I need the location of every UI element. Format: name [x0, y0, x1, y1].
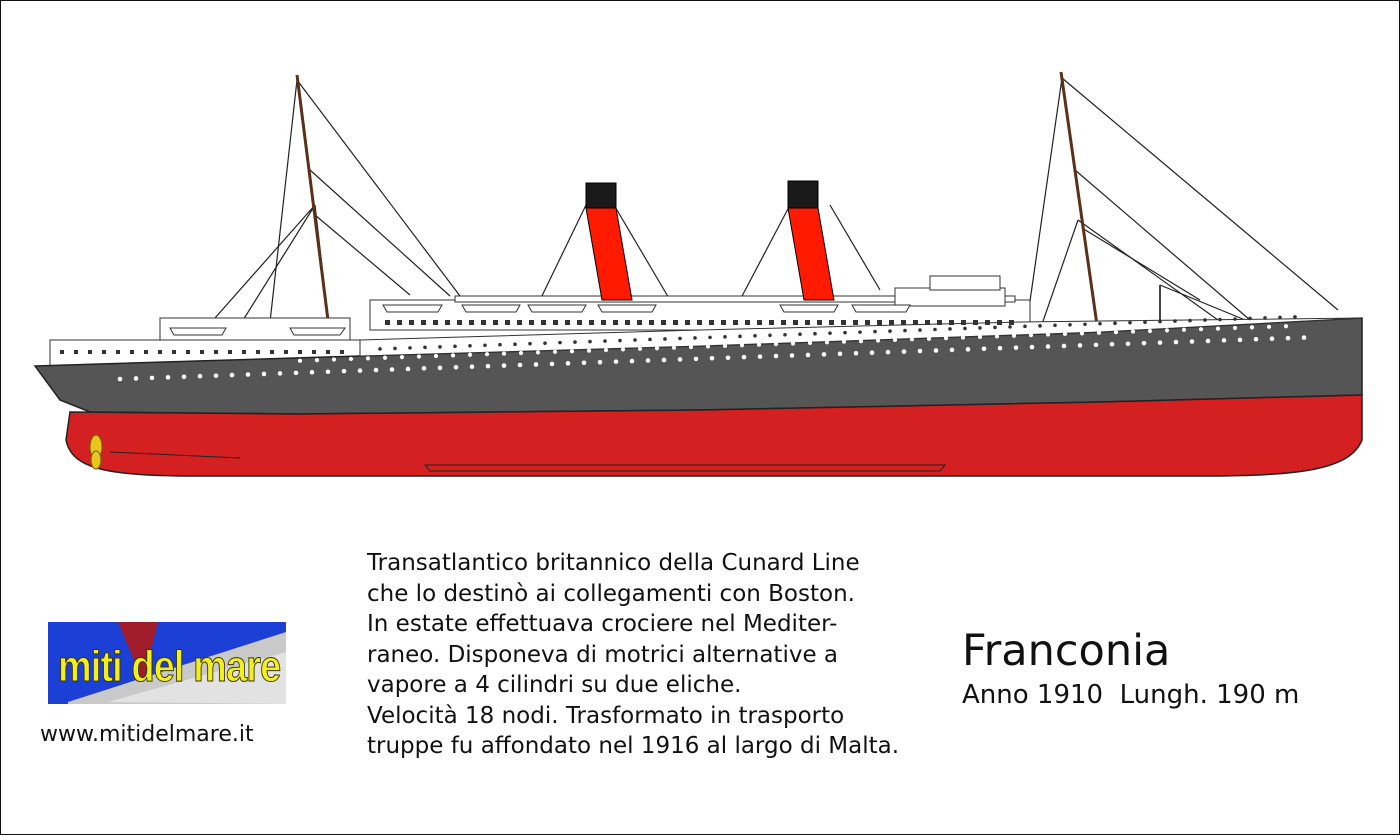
description-line: vapore a 4 cilindri su due eliche.	[367, 672, 742, 698]
description-line: truppe fu affondato nel 1916 al largo di…	[367, 733, 900, 759]
website-link[interactable]: www.mitidelmare.it	[40, 722, 254, 747]
lifeboats	[169, 304, 911, 336]
logo-sail-graphic	[68, 622, 286, 704]
description-line: raneo. Disponeva di motrici alternative …	[367, 641, 839, 668]
ship-illustration	[33, 71, 1363, 477]
description-line: Transatlantico britannico della Cunard L…	[367, 550, 860, 576]
description-line: che lo destinò ai collegamenti con Bosto…	[367, 580, 855, 607]
logo-text: miti del mare	[58, 642, 282, 692]
hull-lower	[65, 394, 1363, 477]
portholes	[117, 324, 1307, 382]
propeller	[89, 434, 103, 470]
description-line: Velocità 18 nodi. Trasformato in traspor…	[367, 702, 845, 729]
ship-name: Franconia	[962, 626, 1171, 676]
deck-windows	[60, 315, 1297, 354]
ship-description: Transatlantico britannico della Cunard L…	[367, 548, 947, 762]
main-mast	[1059, 71, 1100, 333]
funnel-fore	[585, 182, 633, 301]
description-line: In estate effettuava crociere nel Medite…	[367, 611, 838, 637]
funnel-aft	[787, 180, 835, 301]
site-logo[interactable]: miti del mare	[48, 622, 286, 704]
ship-specs: Anno 1910 Lungh. 190 m	[962, 680, 1300, 710]
fore-mast	[295, 74, 332, 337]
